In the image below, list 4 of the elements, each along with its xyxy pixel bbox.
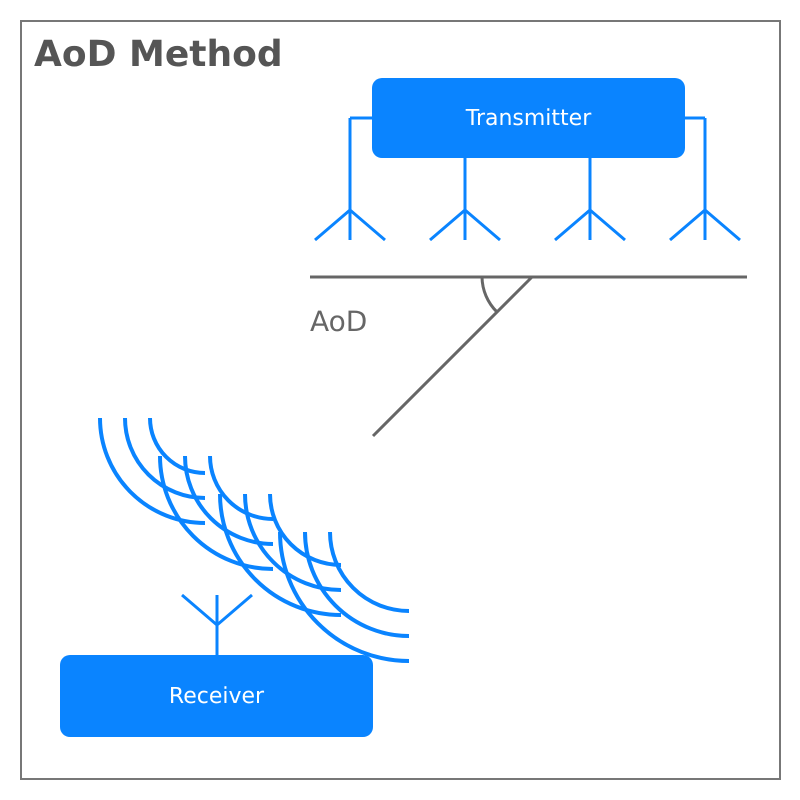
- device-box: Transmitter: [372, 78, 685, 158]
- title: AoD Method: [34, 34, 283, 75]
- device-box: Receiver: [60, 655, 373, 737]
- angle-label: AoD: [310, 305, 368, 338]
